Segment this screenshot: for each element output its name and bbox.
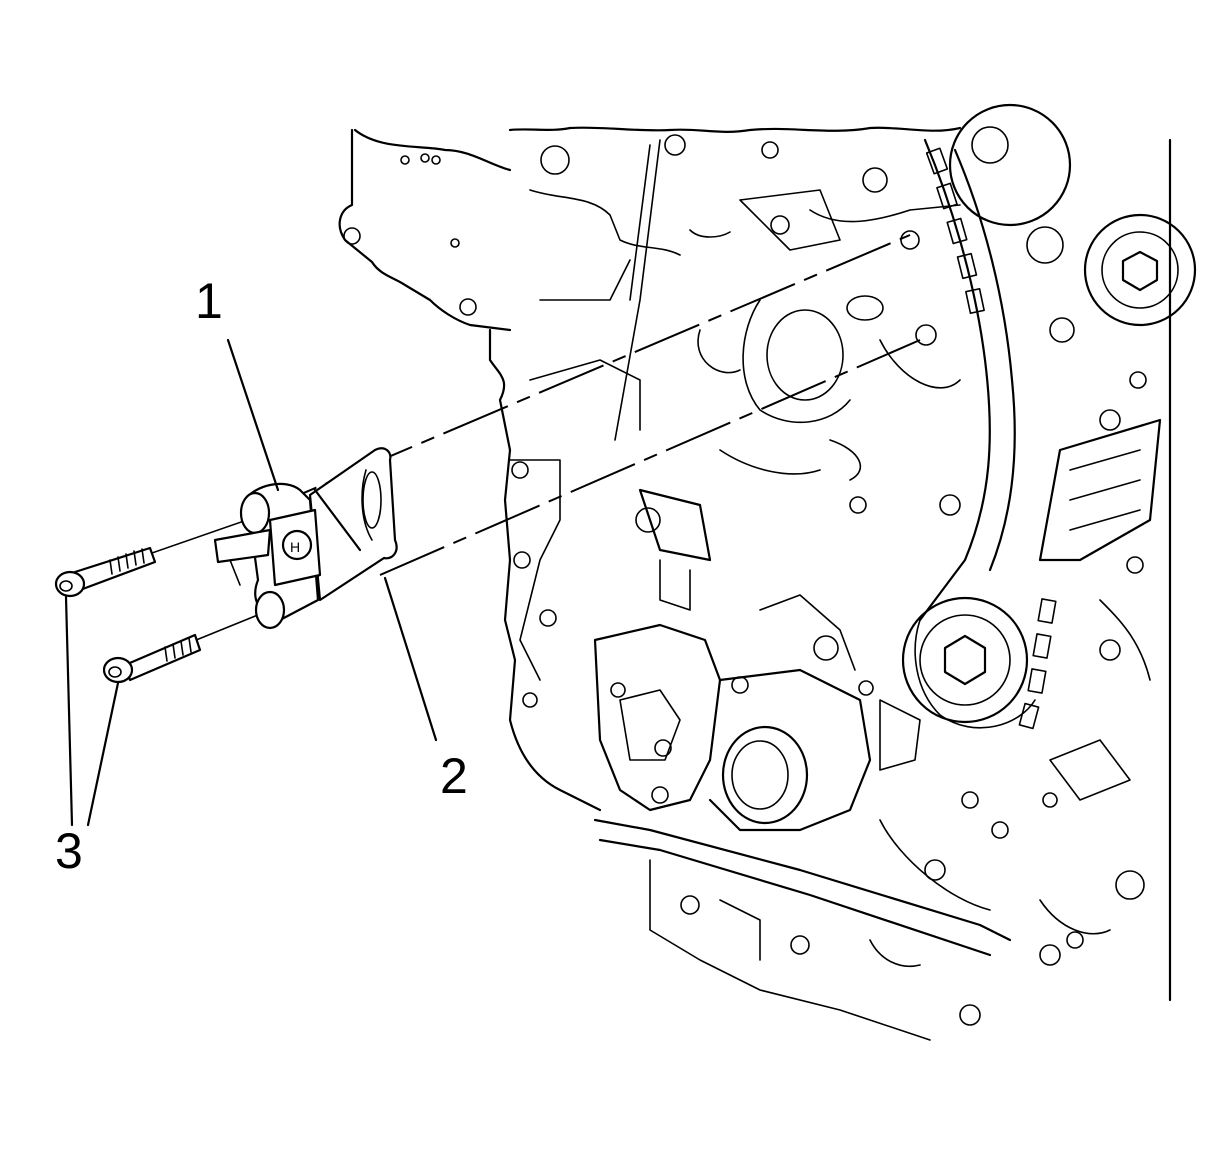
bolt-upper xyxy=(54,546,157,598)
alignment-lines xyxy=(59,234,921,676)
engine-block-drawing xyxy=(338,103,1197,1041)
callout-3: 3 xyxy=(55,823,83,879)
sensor-bracket: H xyxy=(213,447,398,630)
bolt-lower xyxy=(102,633,202,684)
callout-2: 2 xyxy=(440,748,468,804)
svg-text:H: H xyxy=(290,539,300,555)
leader-lines xyxy=(64,338,438,827)
callout-1: 1 xyxy=(195,273,223,329)
timing-chain-links xyxy=(925,147,1057,730)
